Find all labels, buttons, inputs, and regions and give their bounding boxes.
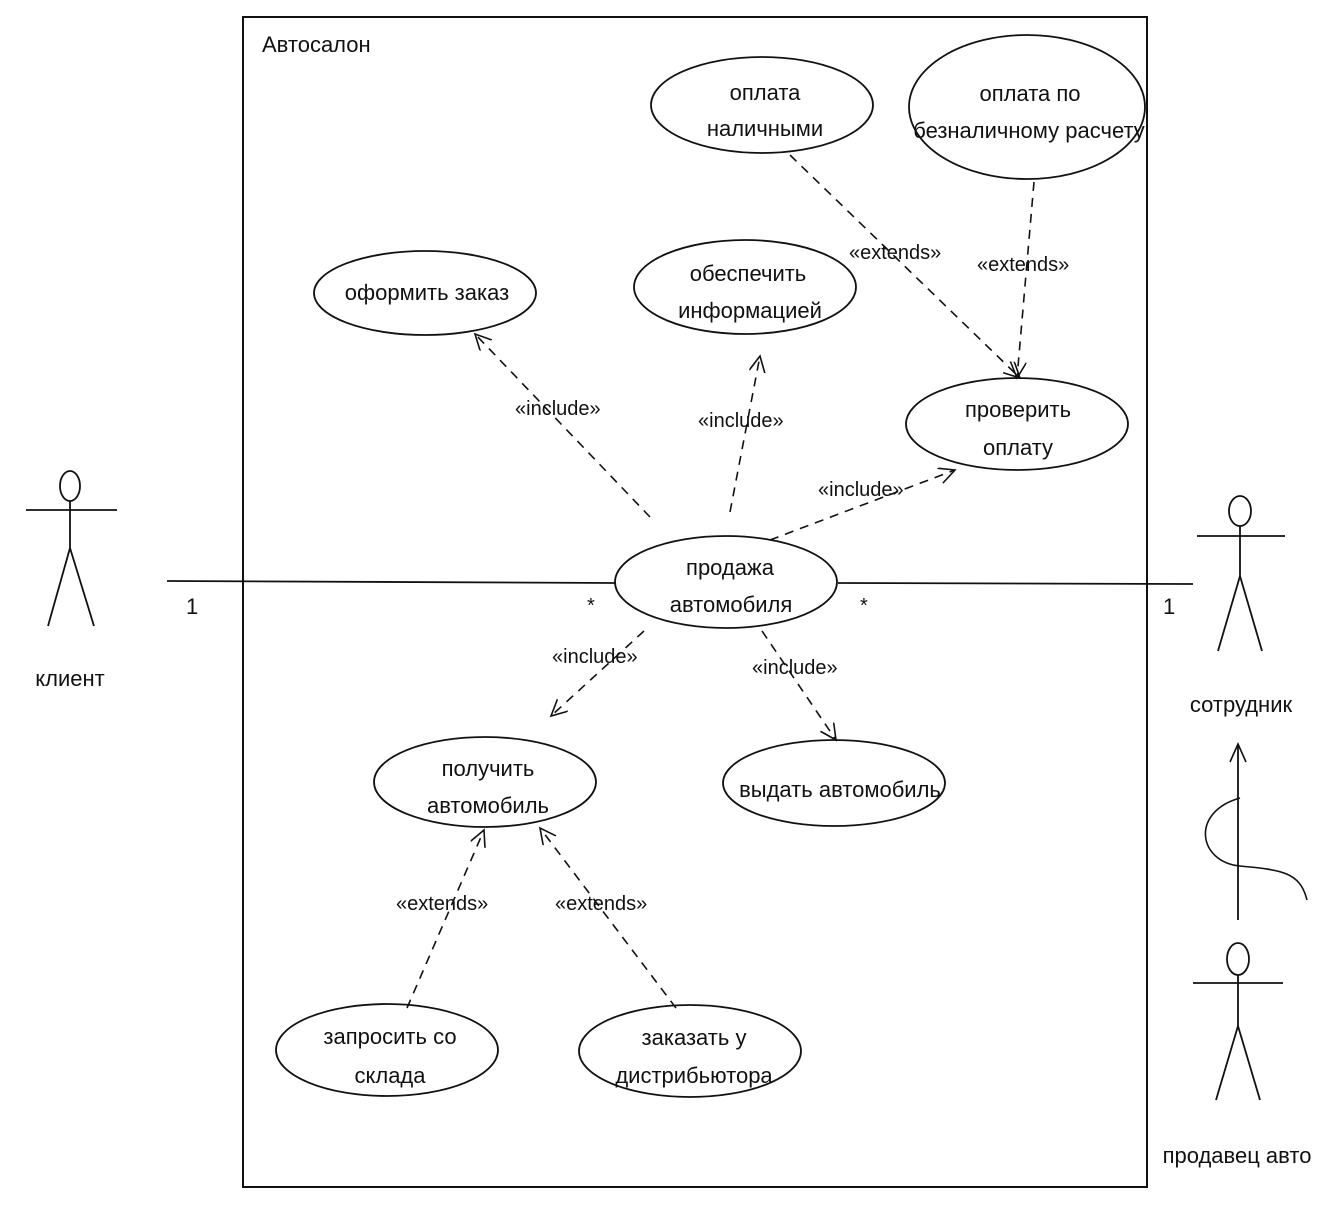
actor-head-icon — [59, 470, 81, 502]
association-client-sale — [166, 580, 616, 584]
use-case-check-payment[interactable]: проверить оплату — [905, 377, 1129, 471]
use-case-label: информацией — [678, 298, 822, 323]
actor-employee[interactable] — [1197, 495, 1285, 652]
use-case-label: автомобиля — [670, 592, 793, 617]
use-case-label: оплату — [983, 435, 1053, 460]
use-case-label: проверить — [965, 397, 1071, 422]
actor-head-icon — [1226, 942, 1250, 976]
actor-employee-label: сотрудник — [1190, 692, 1293, 717]
actor-client-label: клиент — [35, 666, 104, 691]
extends-warehouse-arrow — [406, 830, 484, 1009]
extends-cashless-arrow — [1017, 181, 1035, 378]
system-boundary: Автосалон — [242, 16, 1148, 1188]
scribble-mark — [1204, 797, 1308, 901]
use-case-label: оплата — [730, 80, 802, 105]
use-case-label: склада — [354, 1063, 426, 1088]
label-extends: «extends» — [555, 893, 647, 915]
include-receive-arrow — [551, 630, 645, 716]
use-case-issue-car[interactable]: выдать автомобиль — [722, 739, 946, 827]
label-include: «include» — [818, 479, 904, 501]
multiplicity-employee: 1 — [1163, 594, 1175, 619]
include-info-arrow — [729, 356, 760, 513]
use-case-label: оформить заказ — [345, 280, 509, 305]
use-case-label: заказать у — [642, 1025, 747, 1050]
actor-head-icon — [1228, 495, 1252, 527]
use-case-label: автомобиль — [427, 793, 549, 818]
label-extends: «extends» — [849, 242, 941, 264]
use-case-order-distributor[interactable]: заказать у дистрибьютора — [578, 1004, 802, 1098]
use-case-cash-payment[interactable]: оплата наличными — [650, 56, 874, 154]
use-case-label: выдать автомобиль — [739, 777, 941, 802]
use-case-request-warehouse[interactable]: запросить со склада — [275, 1003, 499, 1097]
include-check-arrow — [769, 470, 955, 541]
include-issue-arrow — [761, 630, 836, 740]
use-case-label: оплата по — [979, 81, 1080, 106]
label-include: «include» — [515, 398, 601, 420]
use-case-cashless-payment[interactable]: оплата по безналичному расчету — [908, 34, 1146, 180]
use-case-car-sale[interactable]: продажа автомобиля — [614, 535, 838, 629]
extends-cash-arrow — [789, 154, 1020, 378]
multiplicity-sale-right: * — [860, 595, 868, 617]
label-extends: «extends» — [977, 254, 1069, 276]
use-case-label: наличными — [707, 116, 823, 141]
use-case-receive-car[interactable]: получить автомобиль — [373, 736, 597, 828]
association-sale-employee — [837, 582, 1194, 585]
use-case-provide-info[interactable]: обеспечить информацией — [633, 239, 857, 335]
label-include: «include» — [752, 657, 838, 679]
multiplicity-client: 1 — [186, 594, 198, 619]
label-include: «include» — [698, 410, 784, 432]
use-case-place-order[interactable]: оформить заказ — [313, 250, 537, 336]
multiplicity-sale-left: * — [587, 595, 595, 617]
use-case-label: безналичному расчету — [913, 118, 1145, 143]
system-title: Автосалон — [262, 32, 371, 57]
use-case-label: продажа — [686, 555, 775, 580]
actor-seller[interactable] — [1193, 942, 1283, 1101]
extends-distributor-arrow — [540, 828, 677, 1009]
include-order-arrow — [475, 334, 651, 518]
use-case-label: дистрибьютора — [615, 1063, 773, 1088]
label-extends: «extends» — [396, 893, 488, 915]
label-include: «include» — [552, 646, 638, 668]
use-case-label: обеспечить — [690, 261, 807, 286]
actor-seller-label: продавец авто — [1163, 1143, 1312, 1168]
use-case-label: запросить со — [323, 1024, 456, 1049]
actor-client[interactable] — [26, 470, 117, 627]
use-case-label: получить — [442, 756, 535, 781]
